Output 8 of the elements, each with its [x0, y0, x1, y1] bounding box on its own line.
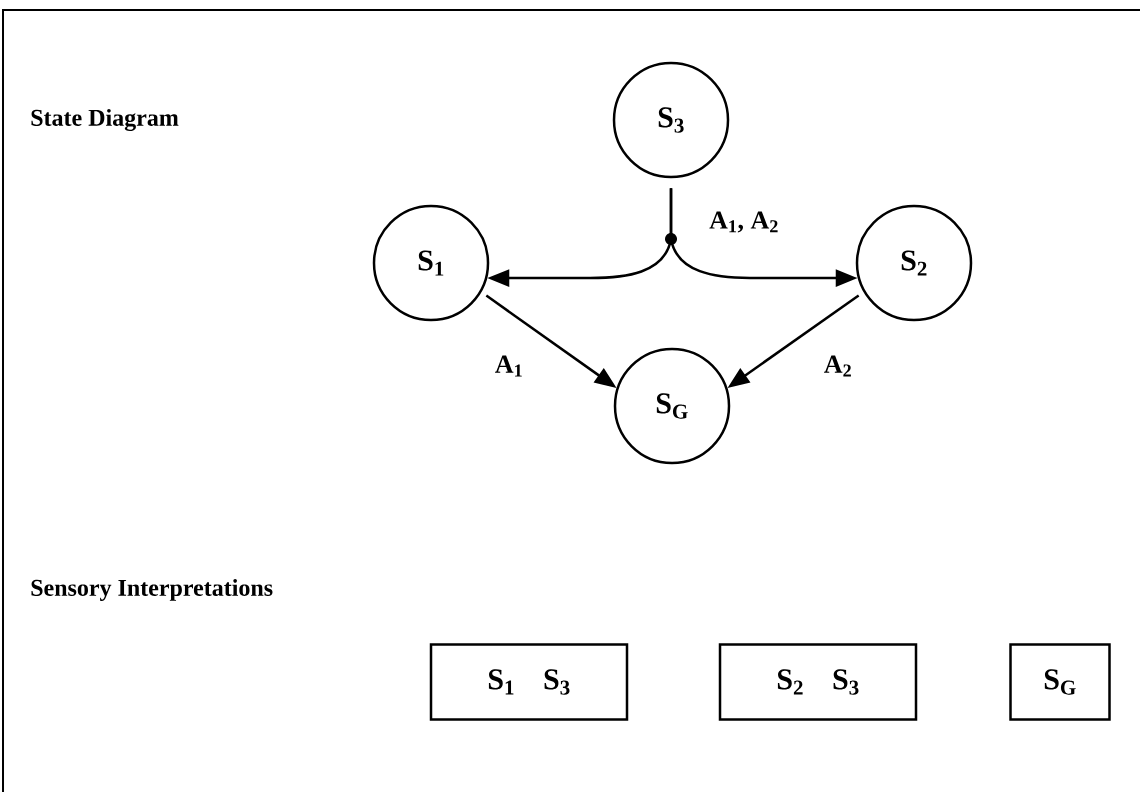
interpretation-box: S$_{2}$ S$_{3}$ — [718, 643, 918, 721]
edge-label: A$_{1}$, A$_{2}$ — [709, 211, 778, 233]
interpretation-box: S$_{1}$ S$_{3}$ — [429, 643, 629, 721]
edge-label: A$_{1}$ — [495, 355, 522, 377]
edge-label: A$_{2}$ — [824, 355, 851, 377]
section-heading: State Diagram — [31, 109, 179, 131]
section-heading: Sensory Interpretations — [31, 579, 273, 601]
interpretation-box: S$_{G}$ — [1009, 643, 1111, 721]
